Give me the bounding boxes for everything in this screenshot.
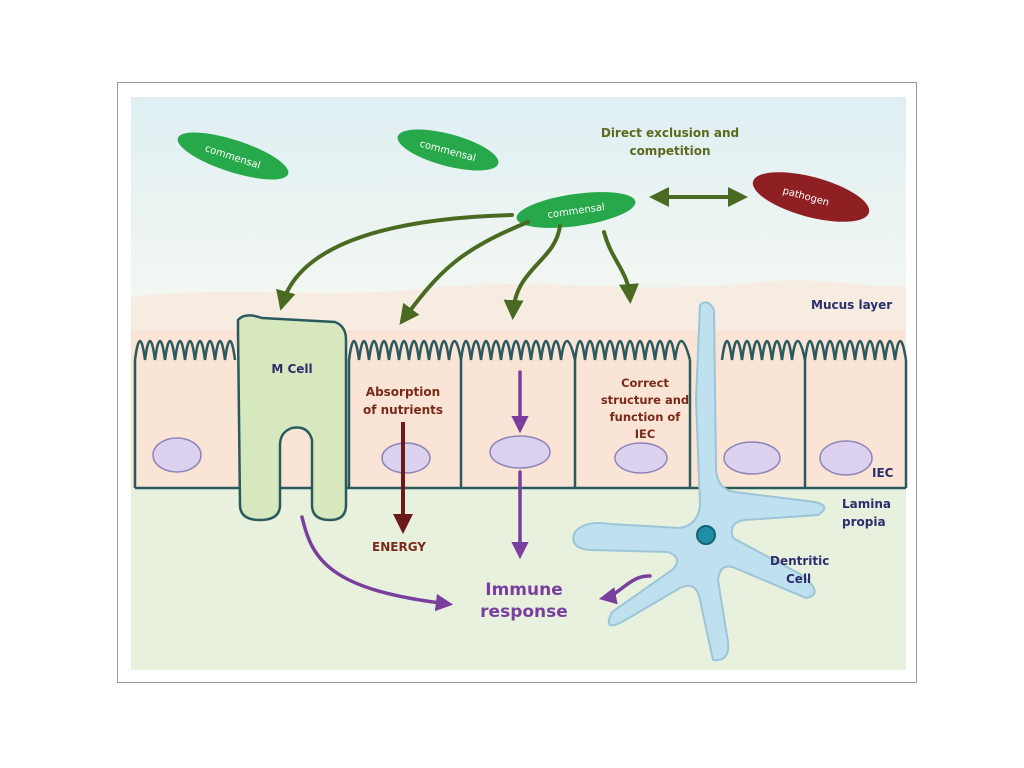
commensal-bacterium-1: commensal — [177, 132, 289, 180]
iec-nuclei — [152, 435, 873, 476]
dendritic-nucleus — [696, 525, 716, 545]
iec-label: IEC — [872, 466, 894, 480]
direct-exclusion-label-2: competition — [629, 144, 710, 158]
mucus-layer-label: Mucus layer — [811, 298, 892, 312]
correct-label-4: IEC — [635, 427, 656, 441]
dendritic-cell — [572, 301, 826, 662]
lamina-label-2: propia — [842, 515, 886, 529]
lamina-label-1: Lamina — [842, 497, 891, 511]
m-cell — [236, 314, 348, 522]
green-arrows — [276, 187, 748, 325]
dendritic-label-1: Dentritic — [770, 554, 829, 568]
arrow-to-absorption — [399, 220, 530, 325]
immune-label-1: Immune — [485, 580, 563, 600]
arrow-dendritic-to-immune — [598, 574, 652, 605]
purple-arrows — [300, 370, 652, 612]
arrow-to-m-cell — [276, 213, 514, 311]
microvilli — [133, 339, 908, 361]
correct-label-1: Correct — [621, 376, 669, 390]
m-cell-label: M Cell — [271, 362, 312, 376]
correct-label-3: function of — [610, 410, 682, 424]
dendritic-label-2: Cell — [786, 572, 811, 586]
arrow-to-structure — [602, 230, 639, 304]
absorption-label-2: of nutrients — [363, 403, 443, 417]
absorption-label-1: Absorption — [366, 385, 440, 399]
commensal-bacterium-2: commensal — [397, 129, 499, 171]
arrow-m-cell-to-immune — [300, 515, 454, 612]
correct-label-2: structure and — [601, 393, 689, 407]
pathogen-bacterium: pathogen — [752, 172, 870, 222]
direct-exclusion-label-1: Direct exclusion and — [601, 126, 739, 140]
immune-label-2: response — [480, 602, 568, 622]
energy-label: ENERGY — [372, 540, 426, 554]
commensal-bacterium-3: commensal — [516, 192, 636, 228]
arrow-to-center-cell — [503, 224, 562, 320]
